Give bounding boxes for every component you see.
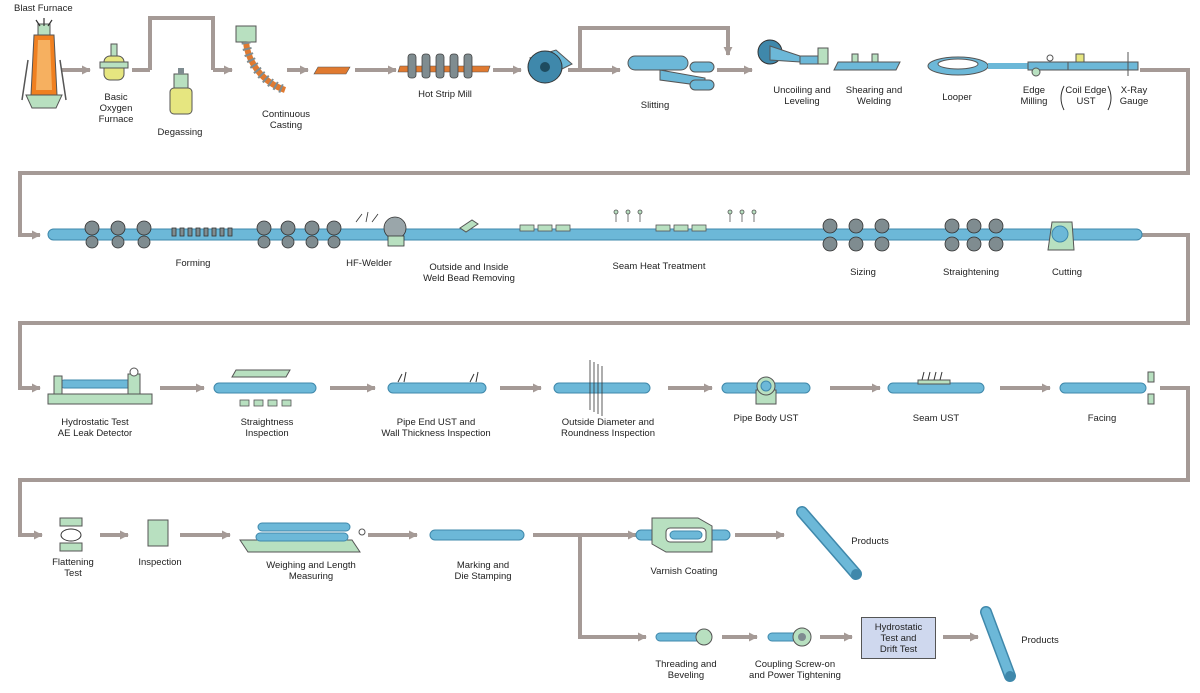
weighing-measuring-icon [239,522,366,553]
bead-remover-icon [459,219,479,233]
label-marking-stamping: Marking and Die Stamping [454,560,512,582]
label-coupling: Coupling Screw-on and Power Tightening [749,659,841,681]
pipe-end-ust-icon [387,371,487,394]
row2-pipe [47,228,1143,241]
continuous-casting-icon [235,25,287,95]
facing-icon [1059,371,1155,405]
slab-icon [313,66,351,75]
marking-pipe-icon [429,529,525,541]
label-degassing: Degassing [157,127,203,138]
label-hydrostatic-ae: Hydrostatic Test AE Leak Detector [57,417,133,439]
varnish-coating-icon [635,517,731,553]
seam-heat-treatment-icon [519,209,757,232]
degassing-icon [169,68,193,115]
label-products-2: Products [1021,635,1059,646]
label-hf-welder: HF-Welder [346,258,392,269]
hydrostatic-ae-icon [47,367,153,405]
label-basic-oxygen-furnace: Basic Oxygen Furnace [98,92,134,125]
label-pipe-body-ust: Pipe Body UST [733,413,799,424]
coil-icon [527,49,573,84]
label-coil-edge-ust: Coil Edge UST [1065,85,1107,107]
blast-furnace-icon [21,18,67,109]
flow-arrows [18,16,1190,642]
label-products-1: Products [851,536,889,547]
label-forming: Forming [175,258,211,269]
label-seam-ust: Seam UST [912,413,960,424]
shearing-welding-icon [833,53,901,71]
slitting-icon [627,55,715,91]
hydrostatic-drift-box: Hydrostatic Test and Drift Test [861,617,936,659]
looper-icon [927,56,1030,76]
label-blast-furnace: Blast Furnace [14,3,73,14]
label-straightening: Straightening [943,267,999,278]
label-uncoiling-leveling: Uncoiling and Leveling [773,85,831,107]
label-weld-bead-removing: Outside and Inside Weld Bead Removing [423,262,515,284]
products-1-icon [796,506,862,580]
label-straightness-inspection: Straightness Inspection [240,417,294,439]
forming-rolls-icon [84,220,233,249]
uncoiling-icon [757,39,829,65]
label-sizing: Sizing [850,267,876,278]
label-inspection: Inspection [138,557,182,568]
inspection-icon [147,519,169,547]
label-flattening-test: Flattening Test [52,557,94,579]
label-varnish-coating: Varnish Coating [650,566,718,577]
label-od-roundness: Outside Diameter and Roundness Inspectio… [560,417,655,439]
sizing-rolls-icon [822,218,890,252]
label-slitting: Slitting [640,100,670,111]
od-roundness-icon [553,360,651,416]
edge-milling-icon [1027,54,1069,77]
xray-gauge-icon [1067,52,1139,76]
label-hot-strip-mill: Hot Strip Mill [418,89,472,100]
label-threading-beveling: Threading and Beveling [655,659,717,681]
label-weighing-measuring: Weighing and Length Measuring [266,560,356,582]
label-edge-milling: Edge Milling [1020,85,1048,107]
hf-welder-icon [256,211,407,249]
label-xray-gauge: X-Ray Gauge [1119,85,1149,107]
threading-icon [655,628,713,646]
products-2-icon [980,606,1016,682]
cutting-icon [1047,221,1075,251]
label-hydrostatic-drift: Hydrostatic Test and Drift Test [874,621,923,655]
pipe-body-ust-icon [721,376,811,405]
straightness-inspection-icon [213,369,317,407]
seam-ust-icon [887,371,985,394]
label-continuous-casting: Continuous Casting [261,109,311,131]
flattening-test-icon [59,517,83,552]
basic-oxygen-furnace-icon [99,43,129,81]
label-facing: Facing [1087,413,1117,424]
label-shearing-welding: Shearing and Welding [845,85,903,107]
label-looper: Looper [942,92,972,103]
label-pipe-end-ust: Pipe End UST and Wall Thickness Inspecti… [381,417,491,439]
label-cutting: Cutting [1051,267,1083,278]
coil-edge-bracket-icon [1060,85,1112,111]
coupling-icon [767,627,812,647]
straightening-rolls-icon [944,218,1004,252]
hot-strip-mill-icon [397,53,491,79]
label-seam-heat-treatment: Seam Heat Treatment [612,261,706,272]
